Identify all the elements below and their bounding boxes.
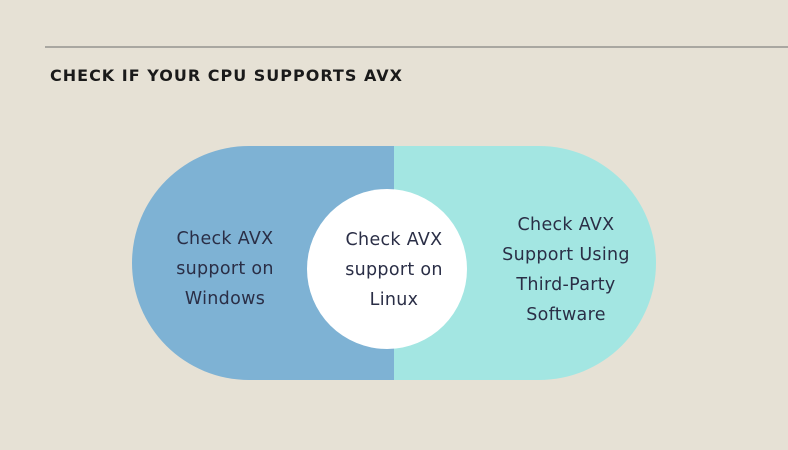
- linux-label-line: Check AVX: [345, 230, 443, 250]
- third-party-label-line: Check AVX: [517, 215, 615, 235]
- linux-label-line: Linux: [369, 290, 419, 310]
- third-party-label-line: Third-Party: [516, 275, 616, 295]
- windows-option-label: Check AVX support on Windows: [150, 224, 300, 314]
- top-divider: [45, 46, 788, 48]
- windows-label-line: Check AVX: [176, 229, 274, 249]
- windows-label-line: Windows: [184, 289, 266, 309]
- third-party-option-label: Check AVX Support Using Third-Party Soft…: [488, 210, 644, 330]
- third-party-label-line: Support Using: [502, 245, 630, 265]
- third-party-label-line: Software: [526, 305, 606, 325]
- page-title: CHECK IF YOUR CPU SUPPORTS AVX: [50, 66, 403, 85]
- linux-label-line: support on: [345, 260, 443, 280]
- linux-circle: [307, 189, 467, 349]
- linux-option-label: Check AVX support on Linux: [317, 225, 471, 315]
- windows-label-line: support on: [176, 259, 274, 279]
